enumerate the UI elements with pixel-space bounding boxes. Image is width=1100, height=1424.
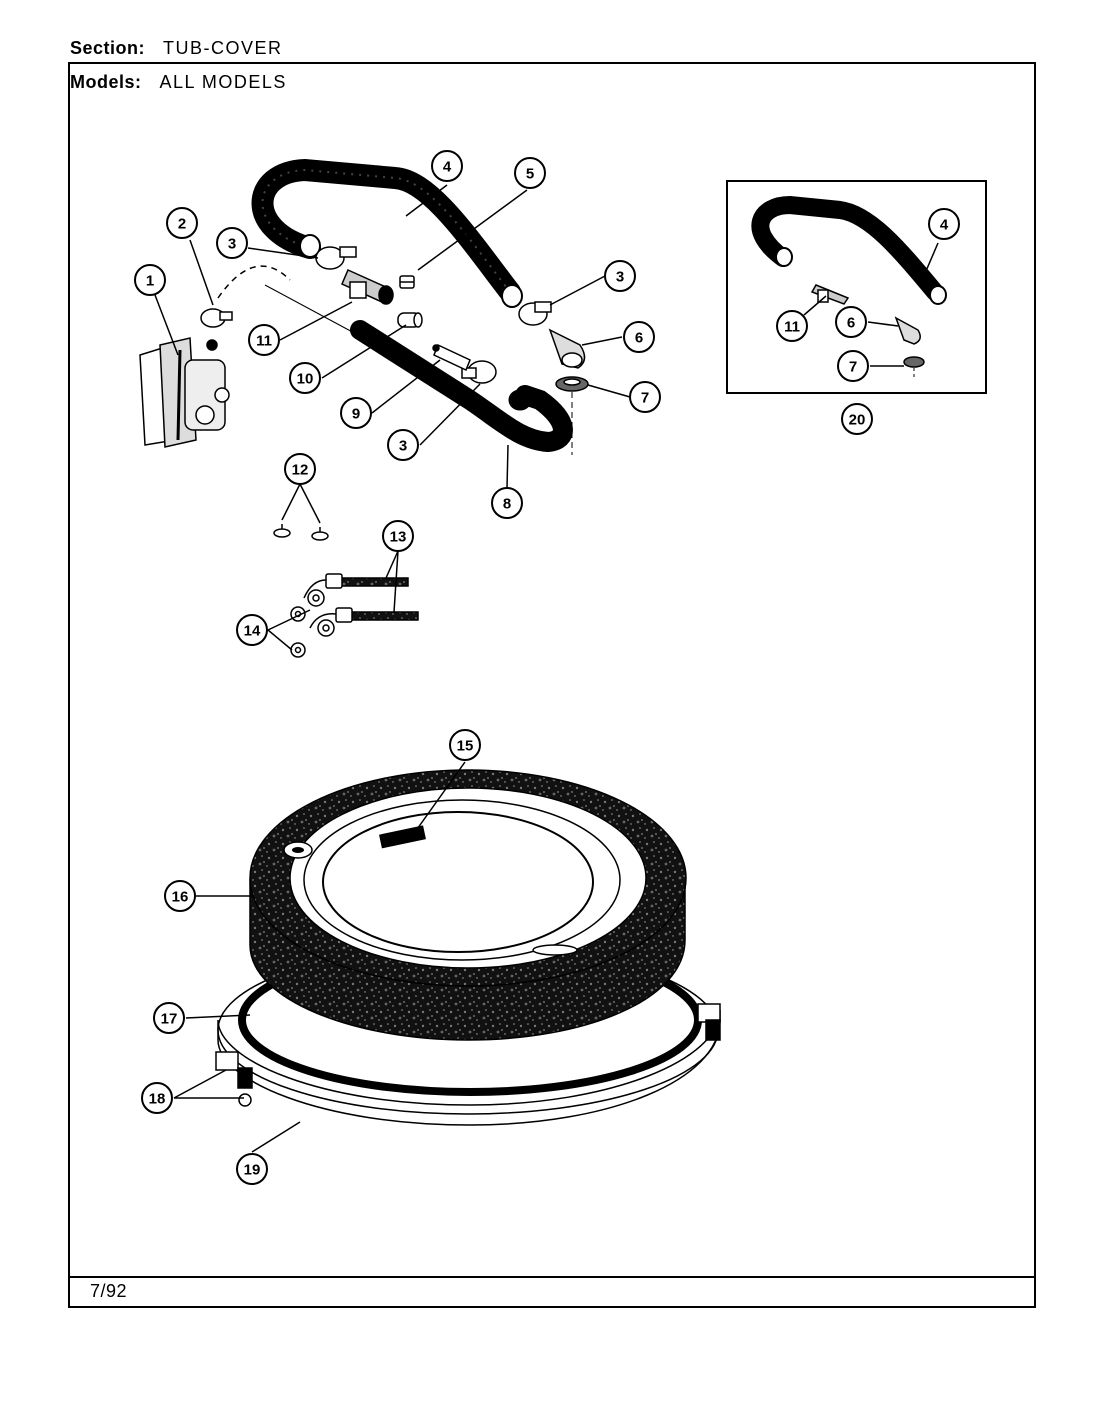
svg-text:13: 13	[390, 529, 407, 546]
callout-19: 19	[236, 1153, 268, 1185]
svg-text:4: 4	[443, 159, 452, 176]
inset-elbow	[894, 316, 921, 345]
hose-clamp-3-upper	[315, 246, 357, 270]
callout-1: 1	[134, 264, 166, 296]
inset-tee-connector	[810, 284, 850, 305]
fill-hose-4	[251, 158, 521, 303]
section-label: Section:	[70, 38, 146, 58]
svg-text:9: 9	[352, 406, 360, 423]
pad-15	[379, 825, 426, 849]
models-label: Models:	[70, 72, 142, 92]
callout-7: 7	[629, 381, 661, 413]
drain-hose-8	[350, 320, 573, 453]
connector-9	[432, 343, 471, 372]
svg-text:3: 3	[616, 269, 624, 286]
svg-text:8: 8	[503, 496, 511, 513]
svg-text:14: 14	[244, 623, 261, 640]
svg-text:16: 16	[172, 889, 189, 906]
svg-text:2: 2	[178, 216, 186, 233]
callout-3-lower: 3	[387, 429, 419, 461]
clips-18	[215, 1003, 721, 1107]
inset-grommet	[903, 356, 925, 368]
hose-clamp-3-right	[518, 301, 552, 326]
leader-line-route	[264, 284, 359, 336]
leader-lines	[154, 184, 939, 1153]
callout-10: 10	[289, 362, 321, 394]
fitting-5	[399, 275, 415, 289]
callout-14: 14	[236, 614, 268, 646]
svg-text:18: 18	[149, 1091, 166, 1108]
svg-text:11: 11	[256, 333, 272, 350]
svg-text:7: 7	[849, 359, 857, 376]
inset-box	[726, 180, 987, 394]
svg-text:3: 3	[399, 438, 407, 455]
callout-12: 12	[284, 453, 316, 485]
svg-text:12: 12	[292, 462, 309, 479]
inset-callout-4: 4	[928, 208, 960, 240]
svg-text:19: 19	[244, 1162, 261, 1179]
svg-text:4: 4	[940, 217, 949, 234]
dashed-hose-route	[217, 265, 291, 299]
section-heading: Section: TUB-COVER	[70, 38, 283, 59]
inset-callout-11: 11	[776, 310, 808, 342]
inset-callout-7: 7	[837, 350, 869, 382]
models-heading: Models: ALL MODELS	[70, 72, 287, 93]
svg-text:1: 1	[146, 273, 154, 290]
svg-text:20: 20	[849, 412, 866, 429]
screws-12	[273, 524, 329, 541]
tube-10	[397, 312, 423, 328]
section-value: TUB-COVER	[163, 38, 283, 58]
svg-text:15: 15	[457, 738, 474, 755]
svg-text:17: 17	[161, 1011, 178, 1028]
footer-date: 7/92	[90, 1281, 128, 1301]
svg-text:7: 7	[641, 390, 649, 407]
inset-callout-6: 6	[835, 306, 867, 338]
callout-18: 18	[141, 1082, 173, 1114]
callout-8: 8	[491, 487, 523, 519]
hose-clamp-3-lower	[461, 360, 497, 384]
callout-11: 11	[248, 324, 280, 356]
callout-13: 13	[382, 520, 414, 552]
diagram-frame	[68, 62, 1036, 1308]
valve-assembly	[139, 337, 230, 448]
callout-17: 17	[153, 1002, 185, 1034]
svg-text:10: 10	[297, 371, 314, 388]
callout-16: 16	[164, 880, 196, 912]
callout-15: 15	[449, 729, 481, 761]
tee-connector-11	[341, 269, 394, 305]
svg-text:11: 11	[784, 319, 800, 336]
callout-2: 2	[166, 207, 198, 239]
callout-3-right: 3	[604, 260, 636, 292]
callout-3-upper: 3	[216, 227, 248, 259]
callout-5: 5	[514, 157, 546, 189]
models-value: ALL MODELS	[159, 72, 287, 92]
svg-text:3: 3	[228, 236, 236, 253]
svg-text:6: 6	[635, 330, 643, 347]
callout-6: 6	[623, 321, 655, 353]
grommet-7	[555, 376, 589, 392]
inset-fill-hose	[751, 195, 944, 301]
tub-cover-assembly	[215, 769, 721, 1126]
svg-text:5: 5	[526, 166, 534, 183]
footer-divider	[68, 1276, 1036, 1278]
callout-20: 20	[841, 403, 873, 435]
svg-text:6: 6	[847, 315, 855, 332]
callout-4: 4	[431, 150, 463, 182]
hose-clamp-2	[200, 308, 233, 328]
callout-9: 9	[340, 397, 372, 429]
elbow-6	[548, 328, 586, 369]
